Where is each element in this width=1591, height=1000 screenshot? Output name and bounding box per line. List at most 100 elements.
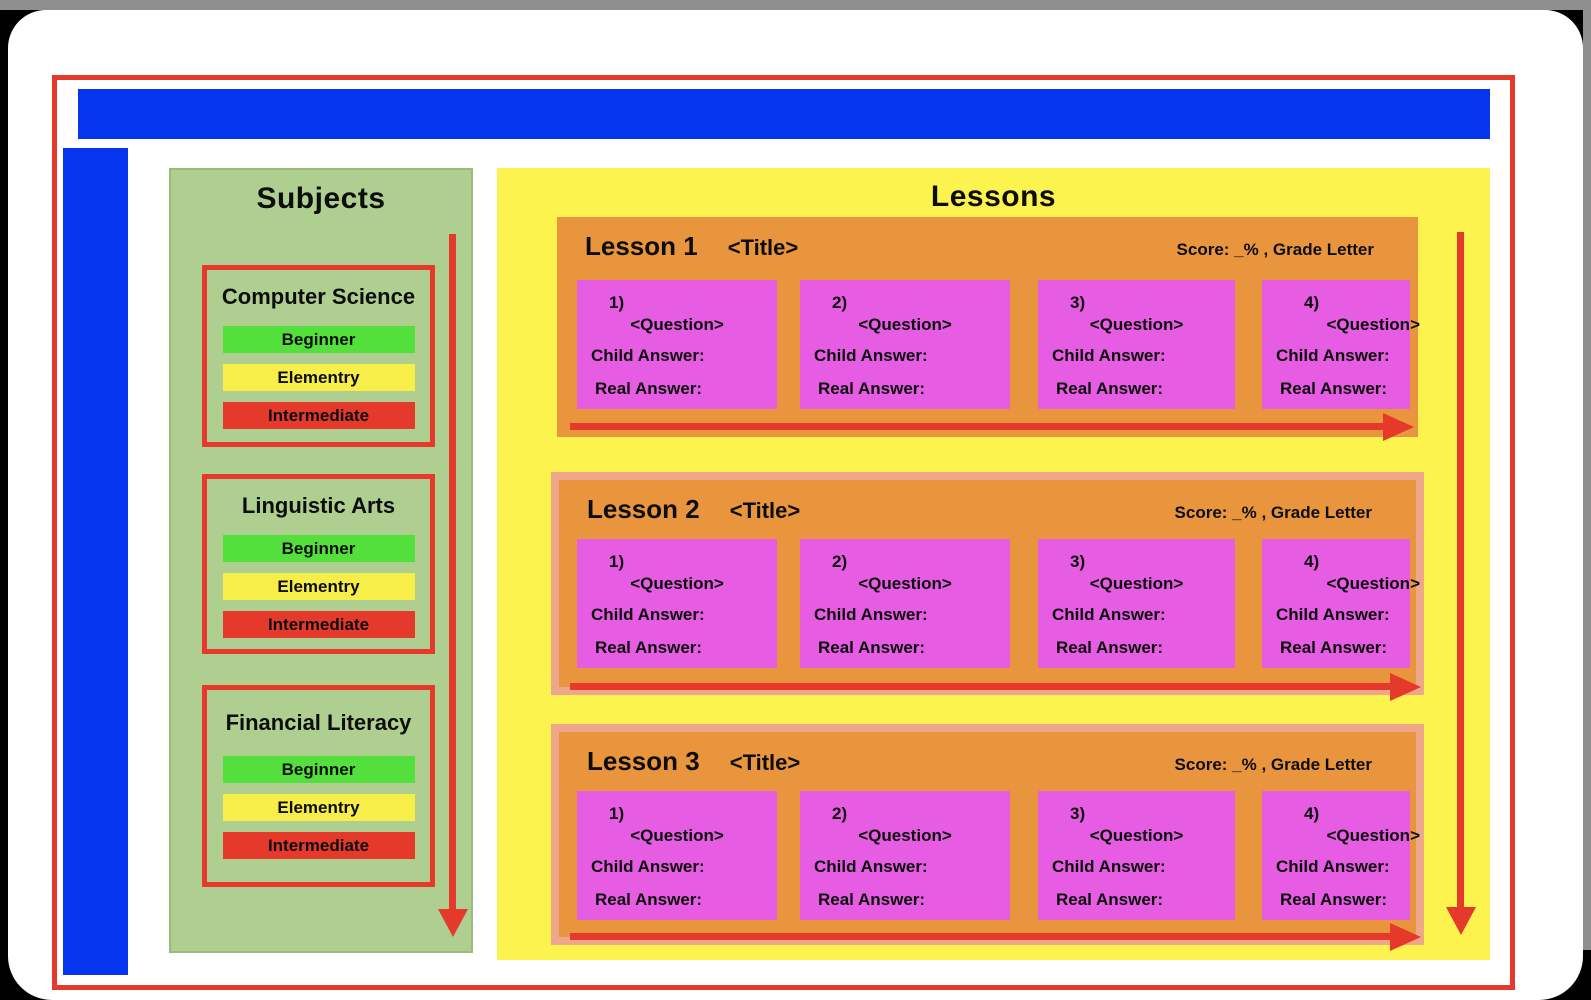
child-answer-label: Child Answer: (1052, 346, 1166, 365)
question-box: 4) <Question> Child Answer: Real Answer: (1262, 791, 1420, 920)
flow-right-arrow-icon (570, 683, 1392, 690)
real-answer-label: Real Answer: (1056, 638, 1164, 657)
question-number: 4) (1304, 293, 1320, 312)
level-button-beginner[interactable]: Beginner (222, 535, 415, 562)
lessons-panel: Lessons Lesson 1 <Title> Score: _% , Gra… (497, 168, 1490, 960)
lesson-card-inner: Lesson 3 <Title> Score: _% , Grade Lette… (559, 732, 1420, 937)
level-button-intermediate[interactable]: Intermediate (222, 832, 415, 859)
lesson-card-2: Lesson 2 <Title> Score: _% , Grade Lette… (551, 472, 1424, 695)
subject-card-financial-literacy[interactable]: Financial Literacy Beginner Elementry In… (202, 685, 435, 887)
lesson-header: Lesson 3 <Title> Score: _% , Grade Lette… (559, 732, 1416, 777)
question-number: 2) (832, 552, 848, 571)
top-nav-bar (78, 89, 1490, 139)
real-answer-label: Real Answer: (1280, 379, 1388, 398)
level-button-elementry[interactable]: Elementry (222, 364, 415, 391)
level-button-beginner[interactable]: Beginner (222, 756, 415, 783)
subjects-panel: Subjects Computer Science Beginner Eleme… (169, 168, 473, 953)
real-answer-label: Real Answer: (1280, 890, 1388, 909)
lesson-name: Lesson 2 (587, 494, 700, 524)
child-answer-label: Child Answer: (591, 346, 705, 365)
subject-title: Linguistic Arts (241, 493, 396, 518)
subject-title: Computer Science (221, 284, 416, 309)
child-answer-label: Child Answer: (814, 605, 928, 624)
level-button-elementry[interactable]: Elementry (222, 573, 415, 600)
child-answer-label: Child Answer: (1052, 605, 1166, 624)
level-button-intermediate[interactable]: Intermediate (222, 402, 415, 429)
lesson-name: Lesson 1 (585, 231, 698, 261)
child-answer-label: Child Answer: (1052, 857, 1166, 876)
lesson-score-label: Score: _% , Grade Letter (1174, 503, 1372, 522)
question-number: 3) (1070, 293, 1086, 312)
subject-title: Financial Literacy (225, 710, 412, 735)
wireframe-page: Subjects Computer Science Beginner Eleme… (8, 10, 1583, 1000)
app-outline-frame (52, 75, 1515, 990)
lesson-name: Lesson 3 (587, 746, 700, 776)
subjects-panel-title: Subjects (256, 182, 386, 215)
question-placeholder: <Question> (630, 574, 724, 593)
question-number: 2) (832, 293, 848, 312)
child-answer-label: Child Answer: (1276, 605, 1390, 624)
real-answer-label: Real Answer: (1056, 379, 1164, 398)
lesson-card-3: Lesson 3 <Title> Score: _% , Grade Lette… (551, 724, 1424, 945)
lesson-header: Lesson 1 <Title> Score: _% , Grade Lette… (557, 217, 1418, 262)
subject-card-linguistic-arts[interactable]: Linguistic Arts Beginner Elementry Inter… (202, 474, 435, 654)
question-number: 4) (1304, 552, 1320, 571)
level-button-beginner[interactable]: Beginner (222, 326, 415, 353)
real-answer-label: Real Answer: (818, 379, 926, 398)
question-placeholder: <Question> (858, 574, 952, 593)
question-placeholder: <Question> (1326, 315, 1420, 334)
lesson-card-1: Lesson 1 <Title> Score: _% , Grade Lette… (557, 217, 1420, 437)
question-placeholder: <Question> (858, 315, 952, 334)
question-placeholder: <Question> (1326, 574, 1420, 593)
lesson-score-label: Score: _% , Grade Letter (1174, 755, 1372, 774)
child-answer-label: Child Answer: (814, 857, 928, 876)
question-placeholder: <Question> (630, 826, 724, 845)
lesson-score-label: Score: _% , Grade Letter (1176, 240, 1374, 259)
flow-down-arrow-icon (449, 234, 456, 911)
real-answer-label: Real Answer: (1056, 890, 1164, 909)
question-box: 1) <Question> Child Answer: Real Answer: (577, 280, 777, 409)
level-button-elementry[interactable]: Elementry (222, 794, 415, 821)
child-answer-label: Child Answer: (1276, 857, 1390, 876)
real-answer-label: Real Answer: (818, 638, 926, 657)
question-box: 2) <Question> Child Answer: Real Answer: (800, 539, 1010, 668)
question-box: 4) <Question> Child Answer: Real Answer: (1262, 280, 1420, 409)
real-answer-label: Real Answer: (595, 379, 703, 398)
question-box: 2) <Question> Child Answer: Real Answer: (800, 280, 1010, 409)
child-answer-label: Child Answer: (591, 857, 705, 876)
flow-right-arrow-icon (570, 423, 1385, 430)
question-placeholder: <Question> (1326, 826, 1420, 845)
lesson-title-placeholder: <Title> (727, 235, 799, 260)
question-number: 1) (609, 804, 625, 823)
questions-row: 1) <Question> Child Answer: Real Answer:… (557, 280, 1420, 409)
question-placeholder: <Question> (630, 315, 724, 334)
questions-row: 1) <Question> Child Answer: Real Answer:… (559, 791, 1420, 920)
lesson-card-inner: Lesson 2 <Title> Score: _% , Grade Lette… (559, 480, 1420, 687)
question-number: 3) (1070, 804, 1086, 823)
window-top-edge (0, 0, 1591, 10)
question-box: 3) <Question> Child Answer: Real Answer: (1038, 280, 1235, 409)
level-button-intermediate[interactable]: Intermediate (222, 611, 415, 638)
real-answer-label: Real Answer: (595, 638, 703, 657)
question-placeholder: <Question> (1089, 315, 1184, 334)
lessons-panel-title: Lessons (930, 180, 1057, 213)
real-answer-label: Real Answer: (818, 890, 926, 909)
question-box: 2) <Question> Child Answer: Real Answer: (800, 791, 1010, 920)
question-box: 4) <Question> Child Answer: Real Answer: (1262, 539, 1420, 668)
question-box: 1) <Question> Child Answer: Real Answer: (577, 539, 777, 668)
real-answer-label: Real Answer: (595, 890, 703, 909)
child-answer-label: Child Answer: (1276, 346, 1390, 365)
question-box: 1) <Question> Child Answer: Real Answer: (577, 791, 777, 920)
child-answer-label: Child Answer: (591, 605, 705, 624)
window-right-edge (1583, 0, 1591, 950)
real-answer-label: Real Answer: (1280, 638, 1388, 657)
question-number: 1) (609, 293, 625, 312)
question-number: 2) (832, 804, 848, 823)
lesson-title-placeholder: <Title> (729, 750, 801, 775)
subject-card-computer-science[interactable]: Computer Science Beginner Elementry Inte… (202, 265, 435, 447)
question-box: 3) <Question> Child Answer: Real Answer: (1038, 539, 1235, 668)
questions-row: 1) <Question> Child Answer: Real Answer:… (559, 539, 1420, 668)
question-placeholder: <Question> (1089, 574, 1184, 593)
question-placeholder: <Question> (858, 826, 952, 845)
lesson-title-placeholder: <Title> (729, 498, 801, 523)
